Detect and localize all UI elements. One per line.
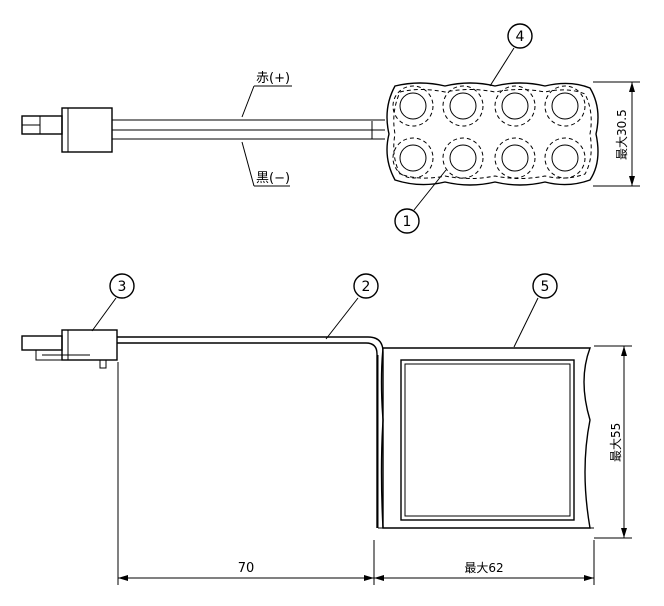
- bottom-width-dimension-label: 最大62: [464, 561, 503, 575]
- top-pack-outline: [386, 82, 599, 186]
- top-pack-inner-outline: [393, 89, 592, 179]
- top-view: 赤(+) 黒(−) 最大30.5 4 1: [21, 23, 640, 234]
- bottom-height-dimension: 最大55: [594, 345, 632, 539]
- bottom-width-dimension: 最大62: [374, 540, 595, 585]
- bottom-height-dimension-label: 最大55: [609, 423, 623, 462]
- callout-2-label: 2: [362, 279, 371, 295]
- bottom-length-dimension-label: 70: [238, 561, 255, 576]
- callout-5-label: 5: [541, 279, 550, 295]
- callout-3-label: 3: [118, 279, 127, 295]
- callout-4-label: 4: [516, 29, 525, 45]
- wire-positive-label-group: 赤(+): [241, 71, 292, 118]
- top-height-dimension: 最大30.5: [593, 81, 640, 187]
- wire-negative-label: 黒(−): [256, 171, 290, 186]
- wire-positive-label: 赤(+): [256, 71, 290, 86]
- callout-5: 5: [513, 273, 558, 348]
- bottom-length-dimension: 70: [117, 362, 375, 585]
- bottom-view: 3 2 5 最大55 70: [21, 273, 632, 585]
- callout-1-label: 1: [403, 214, 412, 230]
- top-height-dimension-label: 最大30.5: [615, 109, 629, 160]
- wire-negative-label-group: 黒(−): [241, 141, 290, 187]
- bottom-wire: [117, 336, 384, 528]
- callout-4: 4: [489, 23, 533, 87]
- top-wires: [112, 119, 385, 140]
- top-connector: [21, 107, 113, 153]
- bottom-pack: [377, 347, 594, 529]
- callout-1: 1: [394, 169, 447, 234]
- callout-3: 3: [91, 273, 135, 332]
- top-cells: [392, 85, 586, 179]
- callout-2: 2: [325, 273, 379, 340]
- bottom-connector: [21, 329, 118, 369]
